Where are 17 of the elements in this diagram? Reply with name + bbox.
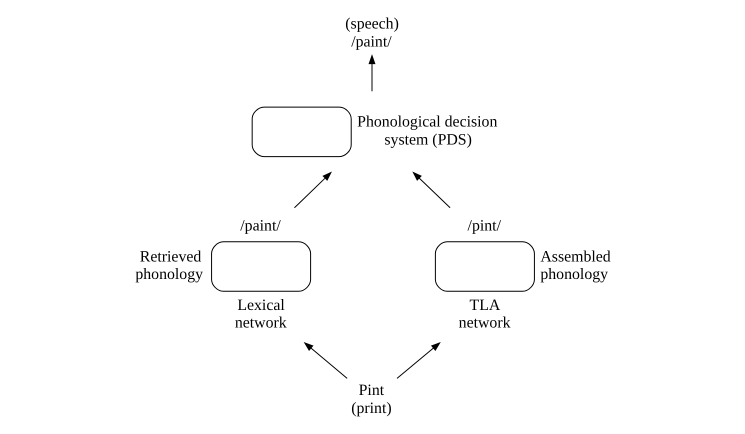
node-text: Pint (print) xyxy=(351,382,392,417)
arrow xyxy=(294,172,332,208)
arrow xyxy=(304,342,348,379)
node-label: TLA network xyxy=(458,296,511,332)
node-label: Lexical network xyxy=(234,296,287,332)
node-label: /pint/ xyxy=(468,218,501,235)
arrow xyxy=(368,54,376,92)
arrow xyxy=(396,342,441,379)
node-label: Phonological decision system (PDS) xyxy=(357,114,498,149)
node-label: Retrieved phonology xyxy=(135,248,204,284)
node-box xyxy=(252,106,352,158)
node-box xyxy=(211,241,312,292)
node-box xyxy=(434,241,535,292)
node-text: (speech) /paint/ xyxy=(345,16,399,50)
arrow xyxy=(412,172,451,208)
node-label: Assembled phonology xyxy=(540,248,611,284)
node-label: /paint/ xyxy=(240,218,281,235)
